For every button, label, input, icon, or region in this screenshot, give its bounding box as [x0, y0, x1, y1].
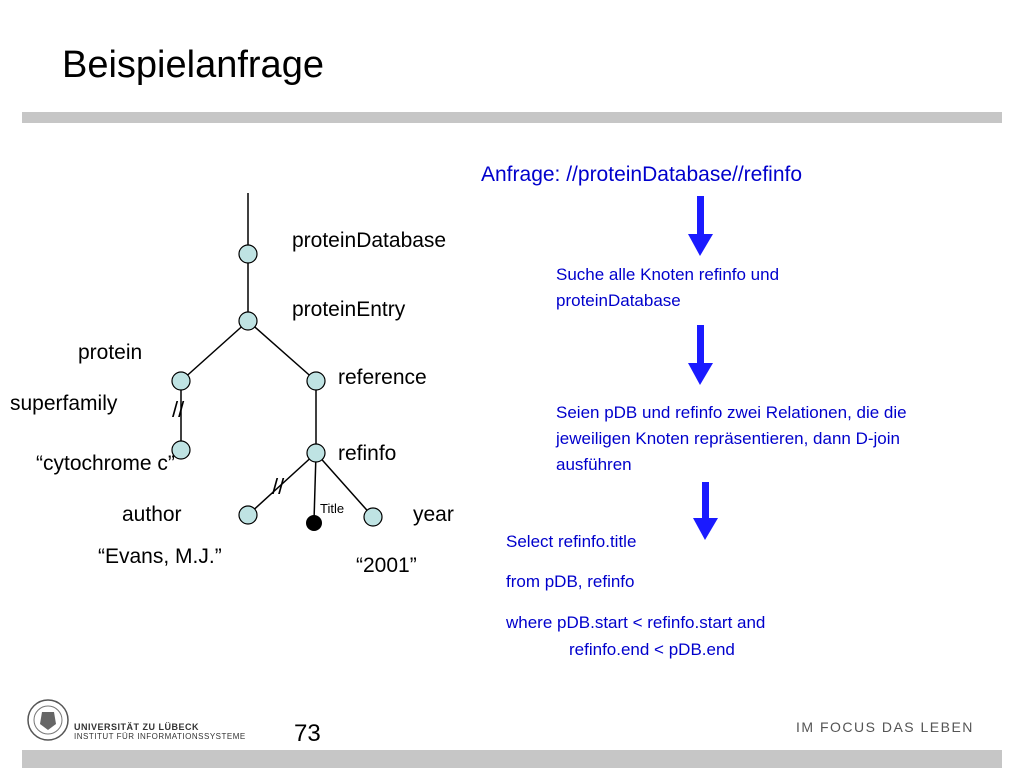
query-header: Anfrage: //proteinDatabase//refinfo [481, 163, 803, 186]
arrow-2 [688, 325, 713, 385]
label-superfamily: superfamily [10, 392, 118, 415]
step-find-nodes: Suche alle Knoten refinfo und proteinDat… [556, 265, 780, 310]
university-line-2: INSTITUT FÜR INFORMATIONSSYSTEME [74, 732, 246, 741]
motto: IM FOCUS DAS LEBEN [796, 719, 974, 735]
label-title: Title [320, 501, 345, 516]
node-title [306, 515, 322, 531]
sql-where-continued: refinfo.end < pDB.end [569, 640, 735, 659]
arrow-1 [688, 196, 713, 256]
university-name: UNIVERSITÄT ZU LÜBECK INSTITUT FÜR INFOR… [74, 722, 246, 742]
edge-refinfo-year [315, 452, 374, 518]
edge-entry-reference [247, 320, 317, 382]
node-proteinEntry [238, 311, 258, 331]
top-rule [22, 112, 1002, 123]
arrow-3 [693, 482, 718, 540]
label-year: year [413, 503, 454, 526]
label-reference: reference [338, 366, 427, 389]
edge-refinfo-title [313, 452, 317, 522]
edge-refinfo-author [247, 452, 317, 516]
descendant-mark-left: // [172, 397, 185, 422]
node-year [363, 507, 383, 527]
step-djoin: Seien pDB und refinfo zwei Relationen, d… [556, 403, 907, 474]
value-evans: “Evans, M.J.” [98, 545, 222, 568]
slide-title: Beispielanfrage [62, 44, 324, 86]
node-protein [171, 371, 191, 391]
university-line-1: UNIVERSITÄT ZU LÜBECK [74, 722, 199, 732]
label-protein: protein [78, 341, 143, 364]
label-proteinDatabase: proteinDatabase [292, 229, 447, 252]
node-author [238, 505, 258, 525]
label-author: author [122, 503, 182, 526]
label-refinfo: refinfo [338, 442, 397, 465]
node-superfamily [171, 440, 191, 460]
bottom-rule [22, 750, 1002, 768]
node-refinfo [306, 443, 326, 463]
page-number: 73 [294, 720, 321, 747]
value-2001: “2001” [356, 554, 417, 577]
node-reference [306, 371, 326, 391]
node-proteinDatabase [238, 244, 258, 264]
sql-select: Select refinfo.title [506, 532, 637, 551]
sql-from: from pDB, refinfo [506, 572, 635, 591]
sql-where: where pDB.start < refinfo.start and [506, 613, 766, 632]
label-proteinEntry: proteinEntry [292, 298, 406, 321]
value-cytochrome: “cytochrome c” [36, 452, 175, 475]
edge-entry-protein [180, 320, 249, 382]
university-seal-logo [27, 699, 69, 741]
descendant-mark-right: // [272, 474, 285, 499]
